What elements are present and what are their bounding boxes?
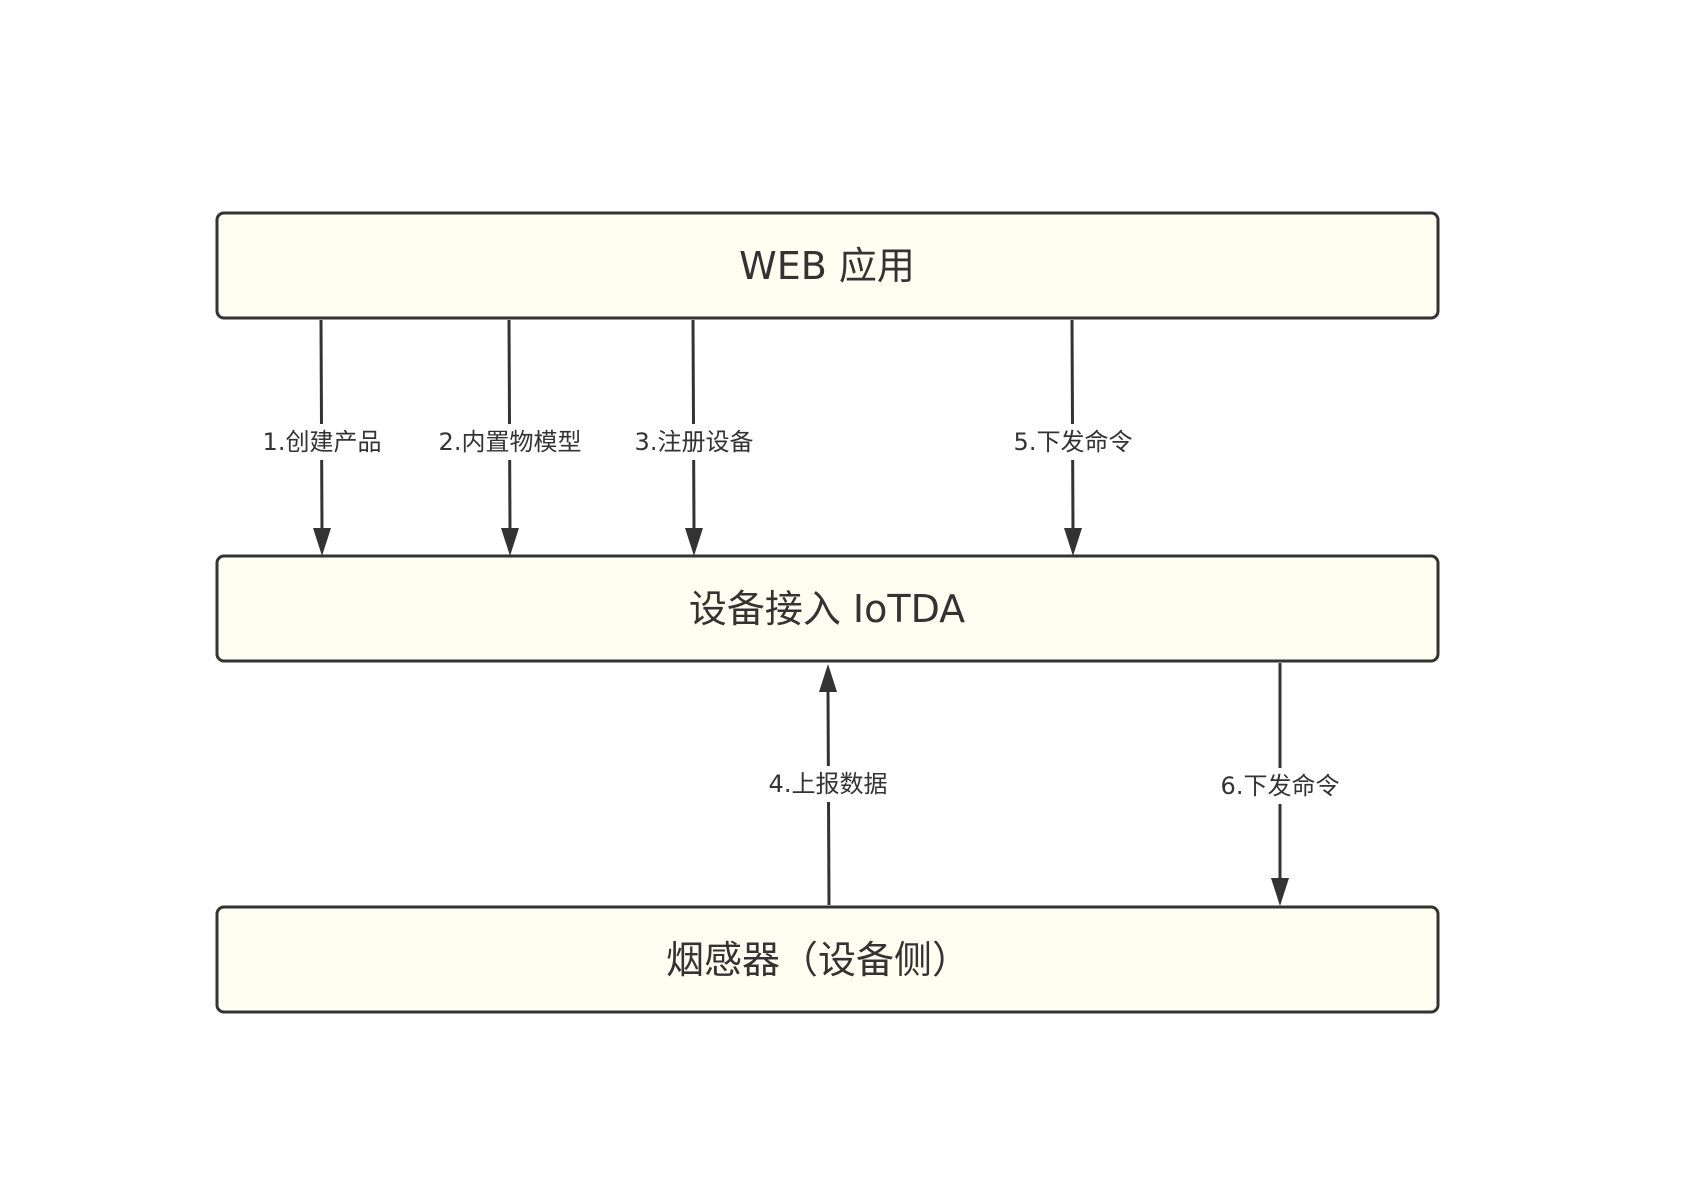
arrow-down-icon [501,528,519,556]
edge-builtin-model-label-bg [432,424,588,460]
edge-create-product-label-bg [256,424,388,460]
node-web-app[interactable]: WEB 应用 [215,211,1440,320]
edge-report-data-label-bg [762,766,894,802]
edge-send-command-device-label: 6.下发命令 [1221,772,1340,800]
edge-builtin-model-label: 2.内置物模型 [439,428,582,456]
edge-report-data[interactable]: 4.上报数据 [762,664,894,906]
node-iotda-label: 设备接入 IoTDA [689,587,965,631]
node-smoke-sensor-label: 烟感器（设备侧） [666,938,970,982]
node-iotda[interactable]: 设备接入 IoTDA [215,554,1440,663]
edge-create-product[interactable]: 1.创建产品 [256,319,388,556]
node-iotda-box [215,554,1440,663]
edge-report-data-label: 4.上报数据 [769,770,888,798]
edge-send-command-web-label: 5.下发命令 [1014,428,1133,456]
node-smoke-sensor-box [215,905,1440,1014]
edge-send-command-device-label-bg [1214,768,1346,804]
edge-register-device[interactable]: 3.注册设备 [628,319,760,556]
edge-create-product-label: 1.创建产品 [263,428,382,456]
edge-register-device-label-bg [628,424,760,460]
arrow-down-icon [685,528,703,556]
node-web-app-box [215,211,1440,320]
arrow-down-icon [313,528,331,556]
edge-builtin-model[interactable]: 2.内置物模型 [432,319,588,556]
edge-register-device-label: 3.注册设备 [635,428,754,456]
arrow-up-icon [819,664,837,692]
edge-send-command-web-label-bg [1007,424,1139,460]
node-web-app-label: WEB 应用 [739,244,915,288]
edge-send-command-device[interactable]: 6.下发命令 [1214,663,1346,906]
arrow-down-icon [1271,878,1289,906]
arrow-down-icon [1064,528,1082,556]
edge-send-command-web[interactable]: 5.下发命令 [1007,319,1139,556]
node-smoke-sensor[interactable]: 烟感器（设备侧） [215,905,1440,1014]
